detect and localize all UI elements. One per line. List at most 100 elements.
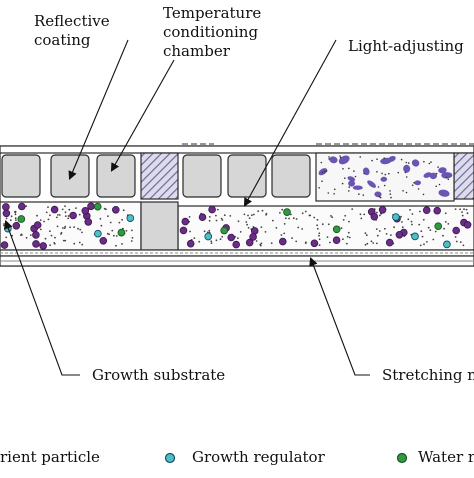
speck [344, 214, 347, 217]
speck [248, 217, 251, 220]
speck [390, 196, 392, 199]
water-retainer-particle [93, 202, 102, 211]
speck [423, 243, 425, 246]
speck [345, 242, 348, 245]
light-particle [367, 180, 377, 188]
speck [342, 238, 344, 241]
speck [251, 214, 253, 217]
speck [341, 182, 344, 185]
top-cover-layer [0, 145, 474, 154]
speck [237, 237, 239, 240]
speck [428, 162, 431, 165]
chamber-cell [96, 154, 136, 198]
speck [344, 177, 346, 179]
speck [279, 212, 281, 214]
nutrient-particle [99, 237, 108, 245]
speck [78, 241, 81, 244]
speck [290, 213, 292, 216]
water-retainer-particle [117, 228, 126, 237]
nutrient-particle [2, 209, 11, 218]
leader-growth-substrate [4, 219, 80, 376]
speck [288, 217, 290, 220]
speck [340, 227, 343, 230]
speck [318, 238, 321, 241]
speck [216, 208, 219, 211]
speck [121, 243, 123, 245]
speck [43, 220, 45, 223]
speck [381, 172, 383, 175]
speck [384, 227, 386, 230]
speck [67, 215, 70, 217]
speck [301, 212, 304, 215]
light-particle [380, 176, 388, 182]
speck [125, 229, 128, 232]
nutrient-particle [12, 222, 21, 230]
speck [318, 232, 321, 235]
speck [113, 234, 115, 237]
speck [58, 214, 61, 216]
speck [39, 228, 42, 231]
speck [260, 242, 263, 245]
speck [79, 228, 82, 231]
nutrient-particle [310, 239, 319, 248]
speck [348, 186, 351, 188]
reflective-coating-label: Reflective coating [34, 12, 110, 49]
speck [121, 218, 123, 221]
light-particle [423, 172, 432, 178]
nutrient-particle [50, 205, 59, 214]
light-particle [388, 155, 396, 162]
speck [409, 209, 411, 211]
speck [64, 225, 67, 228]
speck [77, 227, 79, 230]
speck [461, 211, 463, 214]
speck [253, 213, 255, 216]
growth-regulator-particle [411, 232, 419, 241]
speck [56, 216, 58, 219]
speck [333, 193, 335, 195]
nutrient-particle [245, 238, 254, 247]
speck [419, 210, 421, 213]
speck [115, 244, 117, 247]
speck [75, 207, 77, 210]
speck [25, 236, 28, 239]
light-particle [414, 180, 421, 186]
speck [421, 235, 424, 238]
speck [215, 239, 218, 242]
nutrient-particle [186, 239, 195, 248]
speck [275, 227, 278, 229]
speck [316, 224, 318, 227]
speck [122, 209, 125, 212]
chamber-cell [182, 154, 222, 198]
speck [63, 227, 66, 230]
nutrient-particle [198, 213, 207, 222]
speck [328, 156, 330, 158]
speck [14, 213, 17, 216]
water-retainer-particle [434, 222, 443, 231]
water-retainer-particle [283, 208, 291, 216]
speck [64, 211, 67, 214]
speck [462, 244, 465, 247]
speck [327, 192, 330, 194]
light-particle [352, 185, 363, 190]
speck [358, 193, 360, 195]
speck [371, 159, 373, 162]
speck [407, 162, 410, 164]
nutrient-particle [81, 207, 90, 215]
speck [20, 233, 23, 236]
speck [346, 235, 349, 238]
nutrient-particle [0, 241, 9, 249]
leader-temperature-chamber [110, 59, 175, 172]
speck [56, 225, 59, 228]
speck [405, 176, 408, 178]
speck [354, 175, 357, 178]
speck [25, 205, 28, 208]
temperature-chambers-left [1, 154, 136, 198]
light-particle [403, 164, 411, 173]
hatched-post-left [140, 152, 179, 200]
light-adjusting-particles [318, 155, 453, 199]
legend-water-label: Water r [418, 448, 474, 466]
speck [81, 243, 84, 246]
speck [393, 226, 395, 229]
speck [383, 184, 386, 187]
speck [454, 208, 457, 211]
